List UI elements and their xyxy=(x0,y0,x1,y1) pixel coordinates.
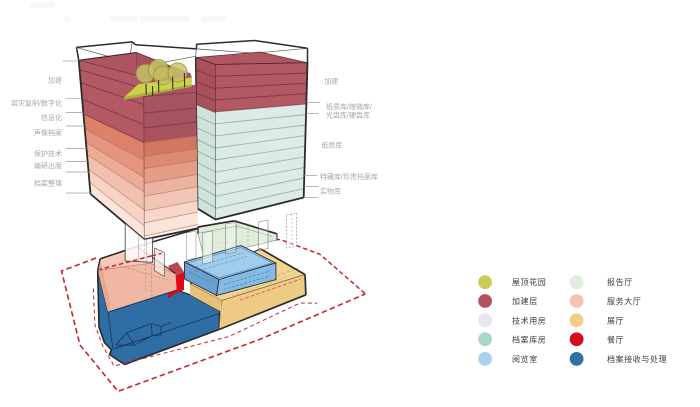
svg-text:特藏库/珍贵档案库: 特藏库/珍贵档案库 xyxy=(320,172,378,181)
svg-text:纸质库/缩微库/: 纸质库/缩微库/ xyxy=(326,102,372,111)
svg-text:光盘库/硬盘库: 光盘库/硬盘库 xyxy=(326,111,370,120)
svg-text:保护技术: 保护技术 xyxy=(34,149,62,158)
svg-text:编研出版: 编研出版 xyxy=(34,161,62,170)
svg-text:档案库房: 档案库房 xyxy=(512,334,546,344)
svg-text:服务大厅: 服务大厅 xyxy=(607,296,641,306)
svg-text:屋顶花园: 屋顶花园 xyxy=(512,277,546,287)
svg-text:加建层: 加建层 xyxy=(512,296,538,306)
svg-text:声像档案: 声像档案 xyxy=(34,128,62,137)
svg-text:展厅: 展厅 xyxy=(607,316,624,325)
svg-text:技术用房: 技术用房 xyxy=(512,315,546,325)
svg-text:阅览室: 阅览室 xyxy=(512,354,538,364)
svg-text:容灾复制/数字化: 容灾复制/数字化 xyxy=(11,98,62,107)
svg-text:纸质库: 纸质库 xyxy=(321,140,342,149)
svg-text:报告厅: 报告厅 xyxy=(607,277,633,287)
svg-text:档案接收与处理: 档案接收与处理 xyxy=(607,354,667,364)
svg-text:加建: 加建 xyxy=(324,77,338,86)
svg-text:实物库: 实物库 xyxy=(320,187,341,196)
svg-text:信息化: 信息化 xyxy=(41,113,62,122)
svg-text:加建: 加建 xyxy=(48,75,62,84)
svg-text:餐厅: 餐厅 xyxy=(607,335,624,344)
svg-text:档案整理: 档案整理 xyxy=(34,178,62,187)
